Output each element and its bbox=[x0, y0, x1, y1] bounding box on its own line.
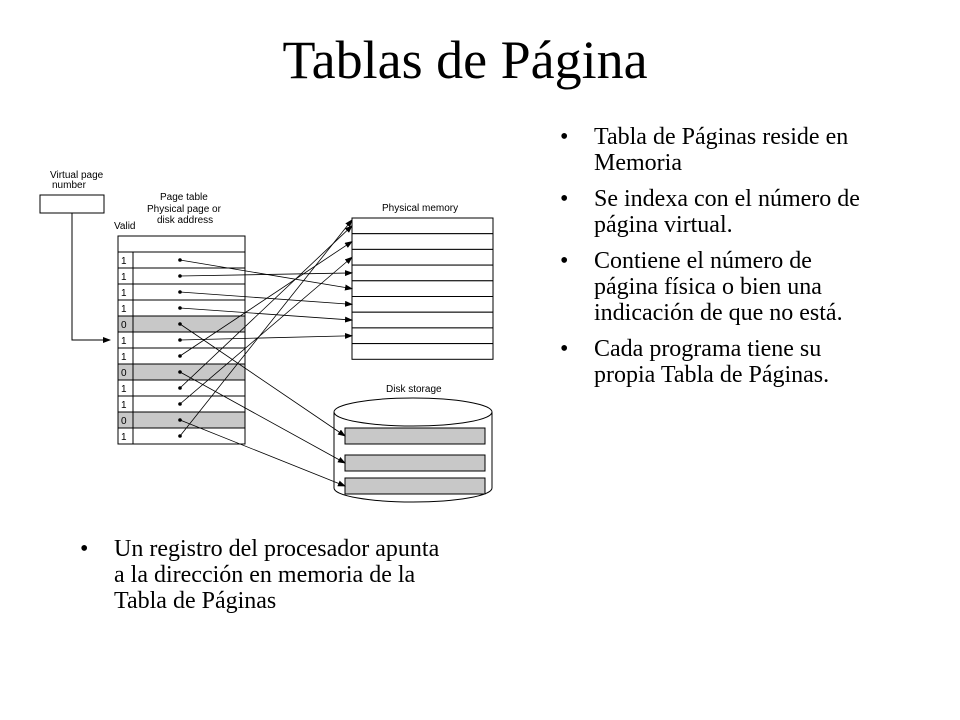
mapping-arrow bbox=[179, 225, 353, 389]
disk-page-slot bbox=[344, 477, 486, 495]
mapping-arrow bbox=[179, 323, 346, 437]
physical-frame bbox=[351, 327, 494, 345]
bullet-text: Tabla de Páginas reside en Memoria bbox=[594, 124, 849, 176]
mapping-arrow bbox=[179, 240, 353, 357]
disk-storage bbox=[333, 397, 493, 503]
bullet-item: • Se indexa con el número de página virtu… bbox=[560, 186, 860, 238]
valid-bit: 0 bbox=[121, 416, 127, 427]
mapping-arrow bbox=[179, 256, 353, 405]
bullet-dot-icon: • bbox=[560, 336, 569, 362]
register-label-top: Virtual page bbox=[50, 170, 104, 181]
physical-frame bbox=[351, 248, 494, 266]
physical-frame bbox=[351, 264, 494, 282]
mapping-arrow bbox=[179, 332, 353, 341]
register-index-arrow bbox=[71, 213, 111, 343]
bullet-text: Un registro del procesador apunta a la d… bbox=[114, 536, 440, 614]
mapping-arrow bbox=[179, 291, 353, 307]
valid-bit: 1 bbox=[121, 400, 127, 411]
mapping-arrow bbox=[179, 371, 346, 464]
page-table-title: Page table bbox=[160, 192, 208, 203]
mapping-arrow bbox=[179, 419, 346, 487]
bullet-text: Cada programa tiene su propia Tabla de P… bbox=[594, 336, 830, 388]
virtual-page-register bbox=[39, 194, 105, 214]
valid-column-label: Valid bbox=[114, 221, 136, 232]
bullet-item: • Un registro del procesador apunta a la … bbox=[80, 536, 440, 614]
physical-frame bbox=[351, 217, 494, 235]
valid-bit: 1 bbox=[121, 432, 127, 443]
bullet-item: • Cada programa tiene su propia Tabla de … bbox=[560, 336, 860, 388]
disk-storage-label: Disk storage bbox=[386, 384, 442, 395]
bullet-item: • Tabla de Páginas reside en Memoria bbox=[560, 124, 860, 176]
valid-bit: 1 bbox=[121, 256, 127, 267]
bullet-dot-icon: • bbox=[80, 536, 89, 562]
disk-cylinder-top bbox=[333, 397, 493, 427]
mapping-arrow bbox=[179, 219, 353, 437]
mapping-arrow bbox=[179, 270, 353, 277]
valid-bit: 1 bbox=[121, 336, 127, 347]
bullet-text: Contiene el número de página física o bi… bbox=[594, 248, 843, 326]
disk-page-slot bbox=[344, 454, 486, 472]
valid-bit: 0 bbox=[121, 368, 127, 379]
bullet-dot-icon: • bbox=[560, 124, 569, 150]
page-table-subtitle-2: disk address bbox=[157, 215, 213, 226]
bullet-text: Se indexa con el número de página virtua… bbox=[594, 186, 860, 238]
bottom-bullet-list: • Un registro del procesador apunta a la … bbox=[80, 536, 440, 624]
valid-bit: 1 bbox=[121, 272, 127, 283]
physical-frame bbox=[351, 296, 494, 313]
page-table-header-row bbox=[117, 235, 246, 253]
valid-bit: 0 bbox=[121, 320, 127, 331]
valid-bit: 1 bbox=[121, 384, 127, 395]
physical-frame bbox=[351, 311, 494, 329]
physical-frame bbox=[351, 233, 494, 250]
physical-memory bbox=[351, 217, 494, 360]
register-label: number bbox=[52, 180, 87, 191]
right-bullet-list: • Tabla de Páginas reside en Memoria • Se … bbox=[560, 124, 860, 398]
mapping-arrows bbox=[179, 219, 353, 487]
physical-frame bbox=[351, 343, 494, 360]
physical-memory-label: Physical memory bbox=[382, 203, 458, 214]
disk-page-slot bbox=[344, 427, 486, 445]
valid-bit: 1 bbox=[121, 352, 127, 363]
valid-bit: 1 bbox=[121, 304, 127, 315]
page-table-subtitle-1: Physical page or bbox=[147, 204, 222, 215]
bullet-dot-icon: • bbox=[560, 186, 569, 212]
slide-title: Tablas de Página bbox=[282, 30, 648, 90]
mapping-arrow bbox=[179, 307, 353, 323]
physical-frame bbox=[351, 280, 494, 297]
bullet-dot-icon: • bbox=[560, 248, 569, 274]
valid-bit: 1 bbox=[121, 288, 127, 299]
bullet-item: • Contiene el número de página física o b… bbox=[560, 248, 860, 326]
